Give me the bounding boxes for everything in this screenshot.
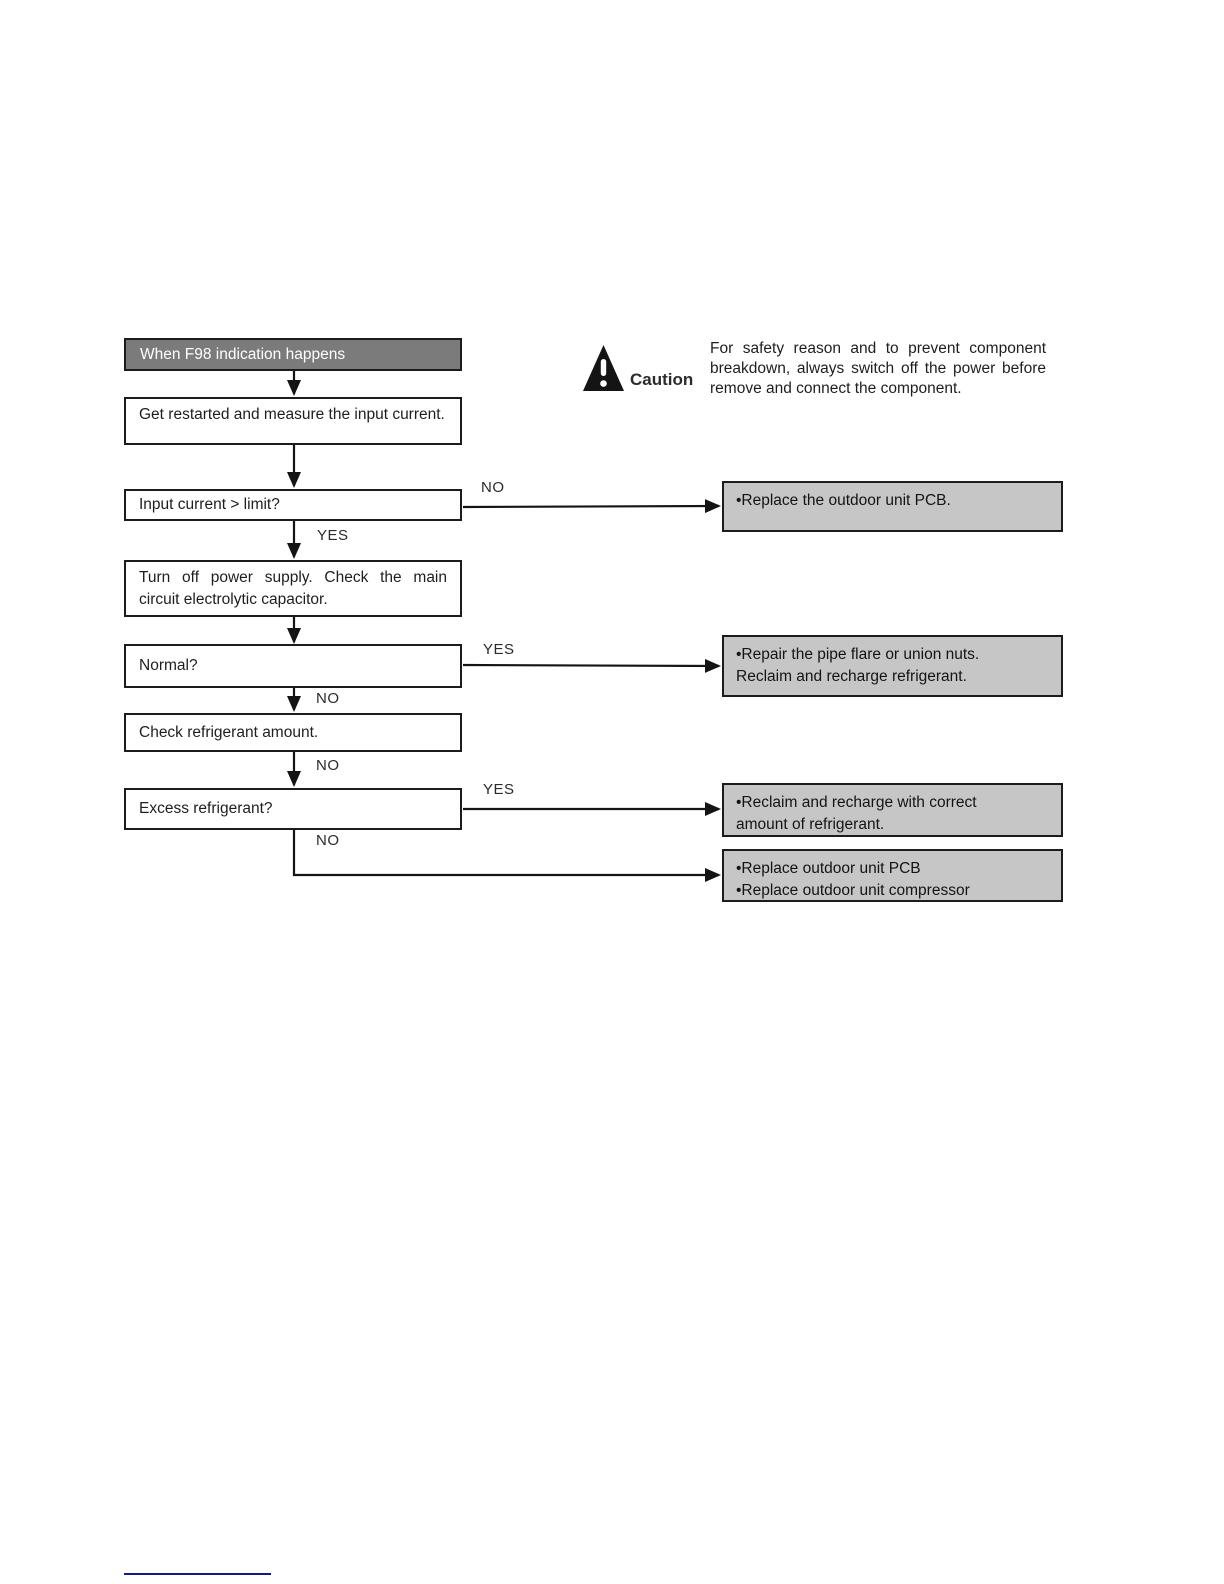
flow-node-step-turn-off-power: Turn off power supply. Check the main ci… xyxy=(124,560,462,617)
flow-node-step-restart-text: Get restarted and measure the input curr… xyxy=(139,406,445,423)
connector-step2-no-to-outcome1 xyxy=(462,499,721,514)
outcome-line: amount of refrigerant. xyxy=(736,816,885,834)
flow-node-step-turn-off-power-text: Turn off power supply. Check the main ci… xyxy=(139,569,447,608)
flow-node-step-normal: Normal? xyxy=(124,644,462,688)
edge-label-input-current-yes: YES xyxy=(317,527,349,544)
flow-outcome-reclaim-recharge: •Reclaim and recharge with correct amoun… xyxy=(722,783,1063,837)
outcome-line: •Replace outdoor unit PCB xyxy=(736,860,921,877)
outcome-line: •Replace outdoor unit compressor xyxy=(736,882,970,900)
flow-node-step-check-refrigerant: Check refrigerant amount. xyxy=(124,713,462,752)
edge-label-input-current-no: NO xyxy=(481,479,505,496)
caution-label: Caution xyxy=(630,370,694,389)
flow-node-start-label: When F98 indication happens xyxy=(140,345,346,363)
edge-label-normal-no: NO xyxy=(316,690,340,707)
caution-text: For safety reason and to prevent compone… xyxy=(710,340,1046,398)
outcome-line: •Reclaim and recharge with correct xyxy=(736,794,977,811)
flow-node-start: When F98 indication happens xyxy=(124,338,462,371)
caution-triangle-icon xyxy=(583,345,624,391)
flow-node-step-restart: Get restarted and measure the input curr… xyxy=(124,397,462,445)
outcome-line: •Repair the pipe flare or union nuts. xyxy=(736,646,980,663)
flow-node-step-normal-text: Normal? xyxy=(139,657,198,675)
edge-label-excess-no: NO xyxy=(316,832,340,849)
footer-link-rule xyxy=(124,1573,271,1575)
flow-outcome-repair-pipe-flare: •Repair the pipe flare or union nuts. Re… xyxy=(722,635,1063,697)
flow-node-step-excess-refrigerant: Excess refrigerant? xyxy=(124,788,462,830)
flow-node-step-check-refrigerant-text: Check refrigerant amount. xyxy=(139,723,319,741)
edge-label-check-refrigerant-no: NO xyxy=(316,757,340,774)
flow-node-step-input-current: Input current > limit? xyxy=(124,489,462,521)
outcome-line: Reclaim and recharge refrigerant. xyxy=(736,668,967,686)
flow-node-step-excess-refrigerant-text: Excess refrigerant? xyxy=(139,800,273,818)
connector-step4-yes-to-outcome2 xyxy=(462,658,721,673)
edge-label-excess-yes: YES xyxy=(483,781,515,798)
connector-step6-no-to-outcome4 xyxy=(292,830,721,882)
flow-node-step-input-current-text: Input current > limit? xyxy=(139,496,280,514)
flow-outcome-replace-pcb-compressor: •Replace outdoor unit PCB •Replace outdo… xyxy=(722,849,1063,902)
flow-outcome-replace-pcb: •Replace the outdoor unit PCB. xyxy=(722,481,1063,532)
edge-label-normal-yes: YES xyxy=(483,641,515,658)
outcome-line: •Replace the outdoor unit PCB. xyxy=(736,492,951,509)
